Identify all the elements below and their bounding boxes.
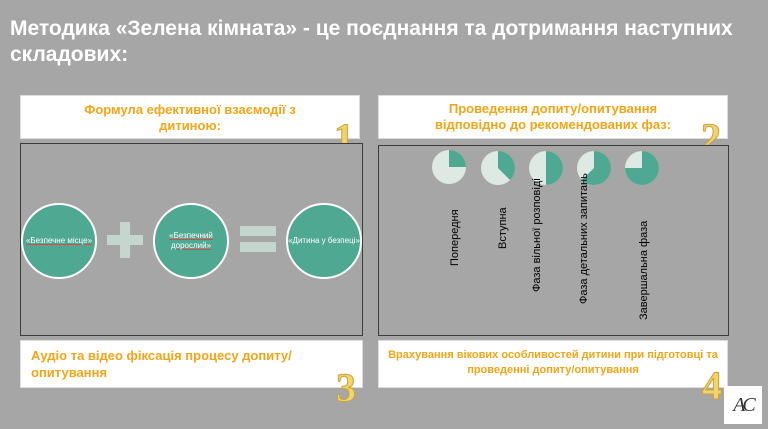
logo: AC bbox=[724, 386, 762, 424]
section4-text: Врахування вікових особливостей дитини п… bbox=[388, 349, 718, 376]
phase-label-3: Фаза вільної розповіді bbox=[531, 178, 543, 292]
plus-sign-bar bbox=[107, 235, 143, 245]
section1-header: Формула ефективної взаємодії з дитиною: bbox=[84, 102, 296, 133]
phase-label-1: Попередня bbox=[449, 209, 461, 266]
child-safe-circle: «Дитина у безпеці» bbox=[286, 203, 362, 279]
equals-sign-top bbox=[240, 226, 276, 236]
phases-panel bbox=[378, 145, 729, 336]
section3-number: 3 bbox=[336, 365, 357, 410]
logo-text: AC bbox=[733, 393, 755, 416]
phase-label-4: Фаза детальних запитань bbox=[578, 173, 590, 304]
section3-box: Аудіо та відео фіксація процесу допиту/о… bbox=[20, 340, 363, 388]
safe-place-circle: «Безпечне місце» bbox=[21, 203, 97, 279]
section2-header: Проведення допиту/опитування відповідно … bbox=[434, 101, 672, 132]
section4-number: 4 bbox=[702, 363, 723, 408]
equals-sign-bottom bbox=[240, 242, 276, 252]
safe-adult-circle: «Безпечний дорослий» bbox=[153, 203, 229, 279]
section4-box: Врахування вікових особливостей дитини п… bbox=[378, 340, 728, 388]
phase-label-5: Завершальна фаза bbox=[638, 220, 650, 320]
section3-text: Аудіо та відео фіксація процесу допиту/о… bbox=[31, 348, 292, 380]
section1-header-box: Формула ефективної взаємодії з дитиною: bbox=[20, 95, 360, 139]
phase-label-2: Вступна bbox=[497, 207, 509, 249]
section2-header-box: Проведення допиту/опитування відповідно … bbox=[378, 95, 728, 139]
slide-title: Методика «Зелена кімната» - це поєднання… bbox=[10, 17, 733, 66]
